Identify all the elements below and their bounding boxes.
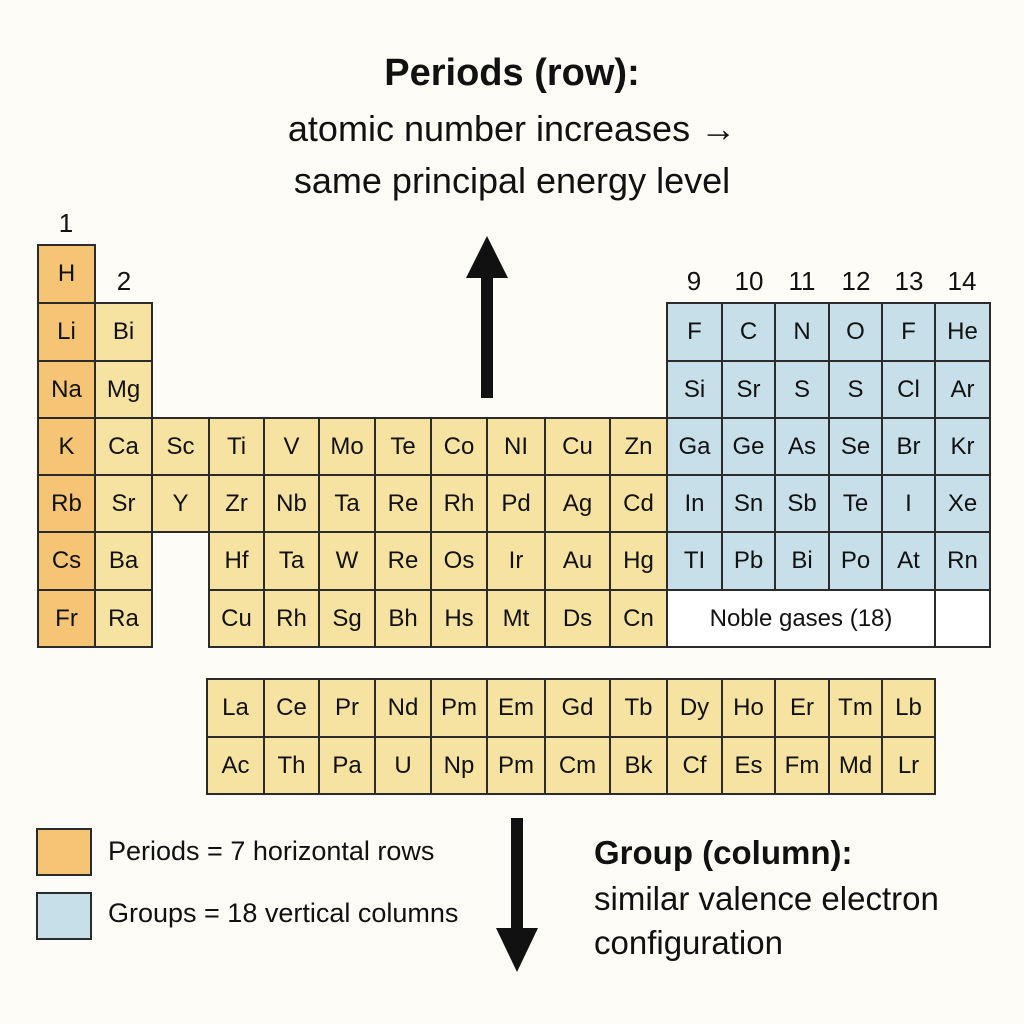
group-line-1: similar valence electron <box>594 880 939 917</box>
f-block-cell: Bk <box>609 736 668 795</box>
group-number-2: 2 <box>116 266 132 296</box>
legend-groups-label: Groups = 18 vertical columns <box>108 898 459 928</box>
periods-line-2: same principal energy level <box>293 160 731 201</box>
element-cell: Au <box>544 531 611 591</box>
f-block-cell: Ce <box>263 678 320 738</box>
element-cell: Cu <box>544 417 611 476</box>
element-cell: N <box>774 302 830 362</box>
f-block-cell: Tb <box>609 678 668 738</box>
down-arrow <box>496 818 538 972</box>
group-number-1: 1 <box>58 208 74 238</box>
group-number-13: 13 <box>894 266 924 296</box>
element-cell: Re <box>374 531 432 591</box>
group-number-11: 11 <box>788 266 816 296</box>
element-cell: Hg <box>609 531 668 591</box>
element-cell: K <box>37 417 96 476</box>
group-title: Group (column): <box>594 834 853 871</box>
f-block-cell: Pa <box>318 736 376 795</box>
element-cell: Pb <box>721 531 776 591</box>
f-block-cell: Em <box>486 678 546 738</box>
element-cell: Te <box>828 474 883 533</box>
legend-periods-swatch <box>36 828 92 876</box>
f-block-cell: Pr <box>318 678 376 738</box>
element-cell: Te <box>374 417 432 476</box>
f-block-cell: Fm <box>774 736 830 795</box>
empty-cell <box>934 589 991 648</box>
f-block-cell: Pm <box>486 736 546 795</box>
element-cell: Cl <box>881 360 936 419</box>
element-cell: Co <box>430 417 488 476</box>
element-cell: Y <box>151 474 210 533</box>
element-cell: Ge <box>721 417 776 476</box>
element-cell: Ta <box>263 531 320 591</box>
element-cell: Xe <box>934 474 991 533</box>
element-cell: Ra <box>94 589 153 648</box>
group-number-10: 10 <box>734 266 764 296</box>
f-block-cell: Np <box>430 736 488 795</box>
group-line-2: configuration <box>594 924 783 961</box>
element-cell: Sb <box>774 474 830 533</box>
element-cell: H <box>37 244 96 304</box>
f-block-cell: Cm <box>544 736 611 795</box>
legend-groups-swatch <box>36 892 92 940</box>
element-cell: Re <box>374 474 432 533</box>
up-arrow <box>466 236 508 398</box>
element-cell: W <box>318 531 376 591</box>
element-cell: Sg <box>318 589 376 648</box>
element-cell: Fr <box>37 589 96 648</box>
f-block-cell: Dy <box>666 678 723 738</box>
periods-line-1: atomic number increases → <box>287 108 737 149</box>
group-number-14: 14 <box>947 266 977 296</box>
f-block-cell: Tm <box>828 678 883 738</box>
element-cell: Zn <box>609 417 668 476</box>
f-block-cell: Nd <box>374 678 432 738</box>
f-block-cell: Er <box>774 678 830 738</box>
f-block-cell: Ac <box>206 736 265 795</box>
element-cell: Br <box>881 417 936 476</box>
f-block-cell: Gd <box>544 678 611 738</box>
f-block-cell: Lb <box>881 678 936 738</box>
f-block-cell: Pm <box>430 678 488 738</box>
f-block-cell: La <box>206 678 265 738</box>
element-cell: In <box>666 474 723 533</box>
periods-title: Periods (row): <box>384 52 640 94</box>
element-cell: Se <box>828 417 883 476</box>
element-cell: Ba <box>94 531 153 591</box>
element-cell: Cu <box>208 589 265 648</box>
f-block-cell: Lr <box>881 736 936 795</box>
f-block-cell: Es <box>721 736 776 795</box>
f-block-cell: Md <box>828 736 883 795</box>
element-cell: Ar <box>934 360 991 419</box>
element-cell: Cs <box>37 531 96 591</box>
f-block-cell: Th <box>263 736 320 795</box>
group-number-9: 9 <box>686 266 702 296</box>
group-number-12: 12 <box>841 266 871 296</box>
element-cell: He <box>934 302 991 362</box>
element-cell: Ir <box>486 531 546 591</box>
legend-periods-label: Periods = 7 horizontal rows <box>108 836 435 866</box>
f-block-cell: Ho <box>721 678 776 738</box>
f-block-cell: U <box>374 736 432 795</box>
element-cell: Ds <box>544 589 611 648</box>
element-cell: Rh <box>263 589 320 648</box>
element-cell: Kr <box>934 417 991 476</box>
element-cell: Rb <box>37 474 96 533</box>
f-block-cell: Cf <box>666 736 723 795</box>
noble-gases-label: Noble gases (18) <box>666 589 936 648</box>
element-cell: S <box>828 360 883 419</box>
